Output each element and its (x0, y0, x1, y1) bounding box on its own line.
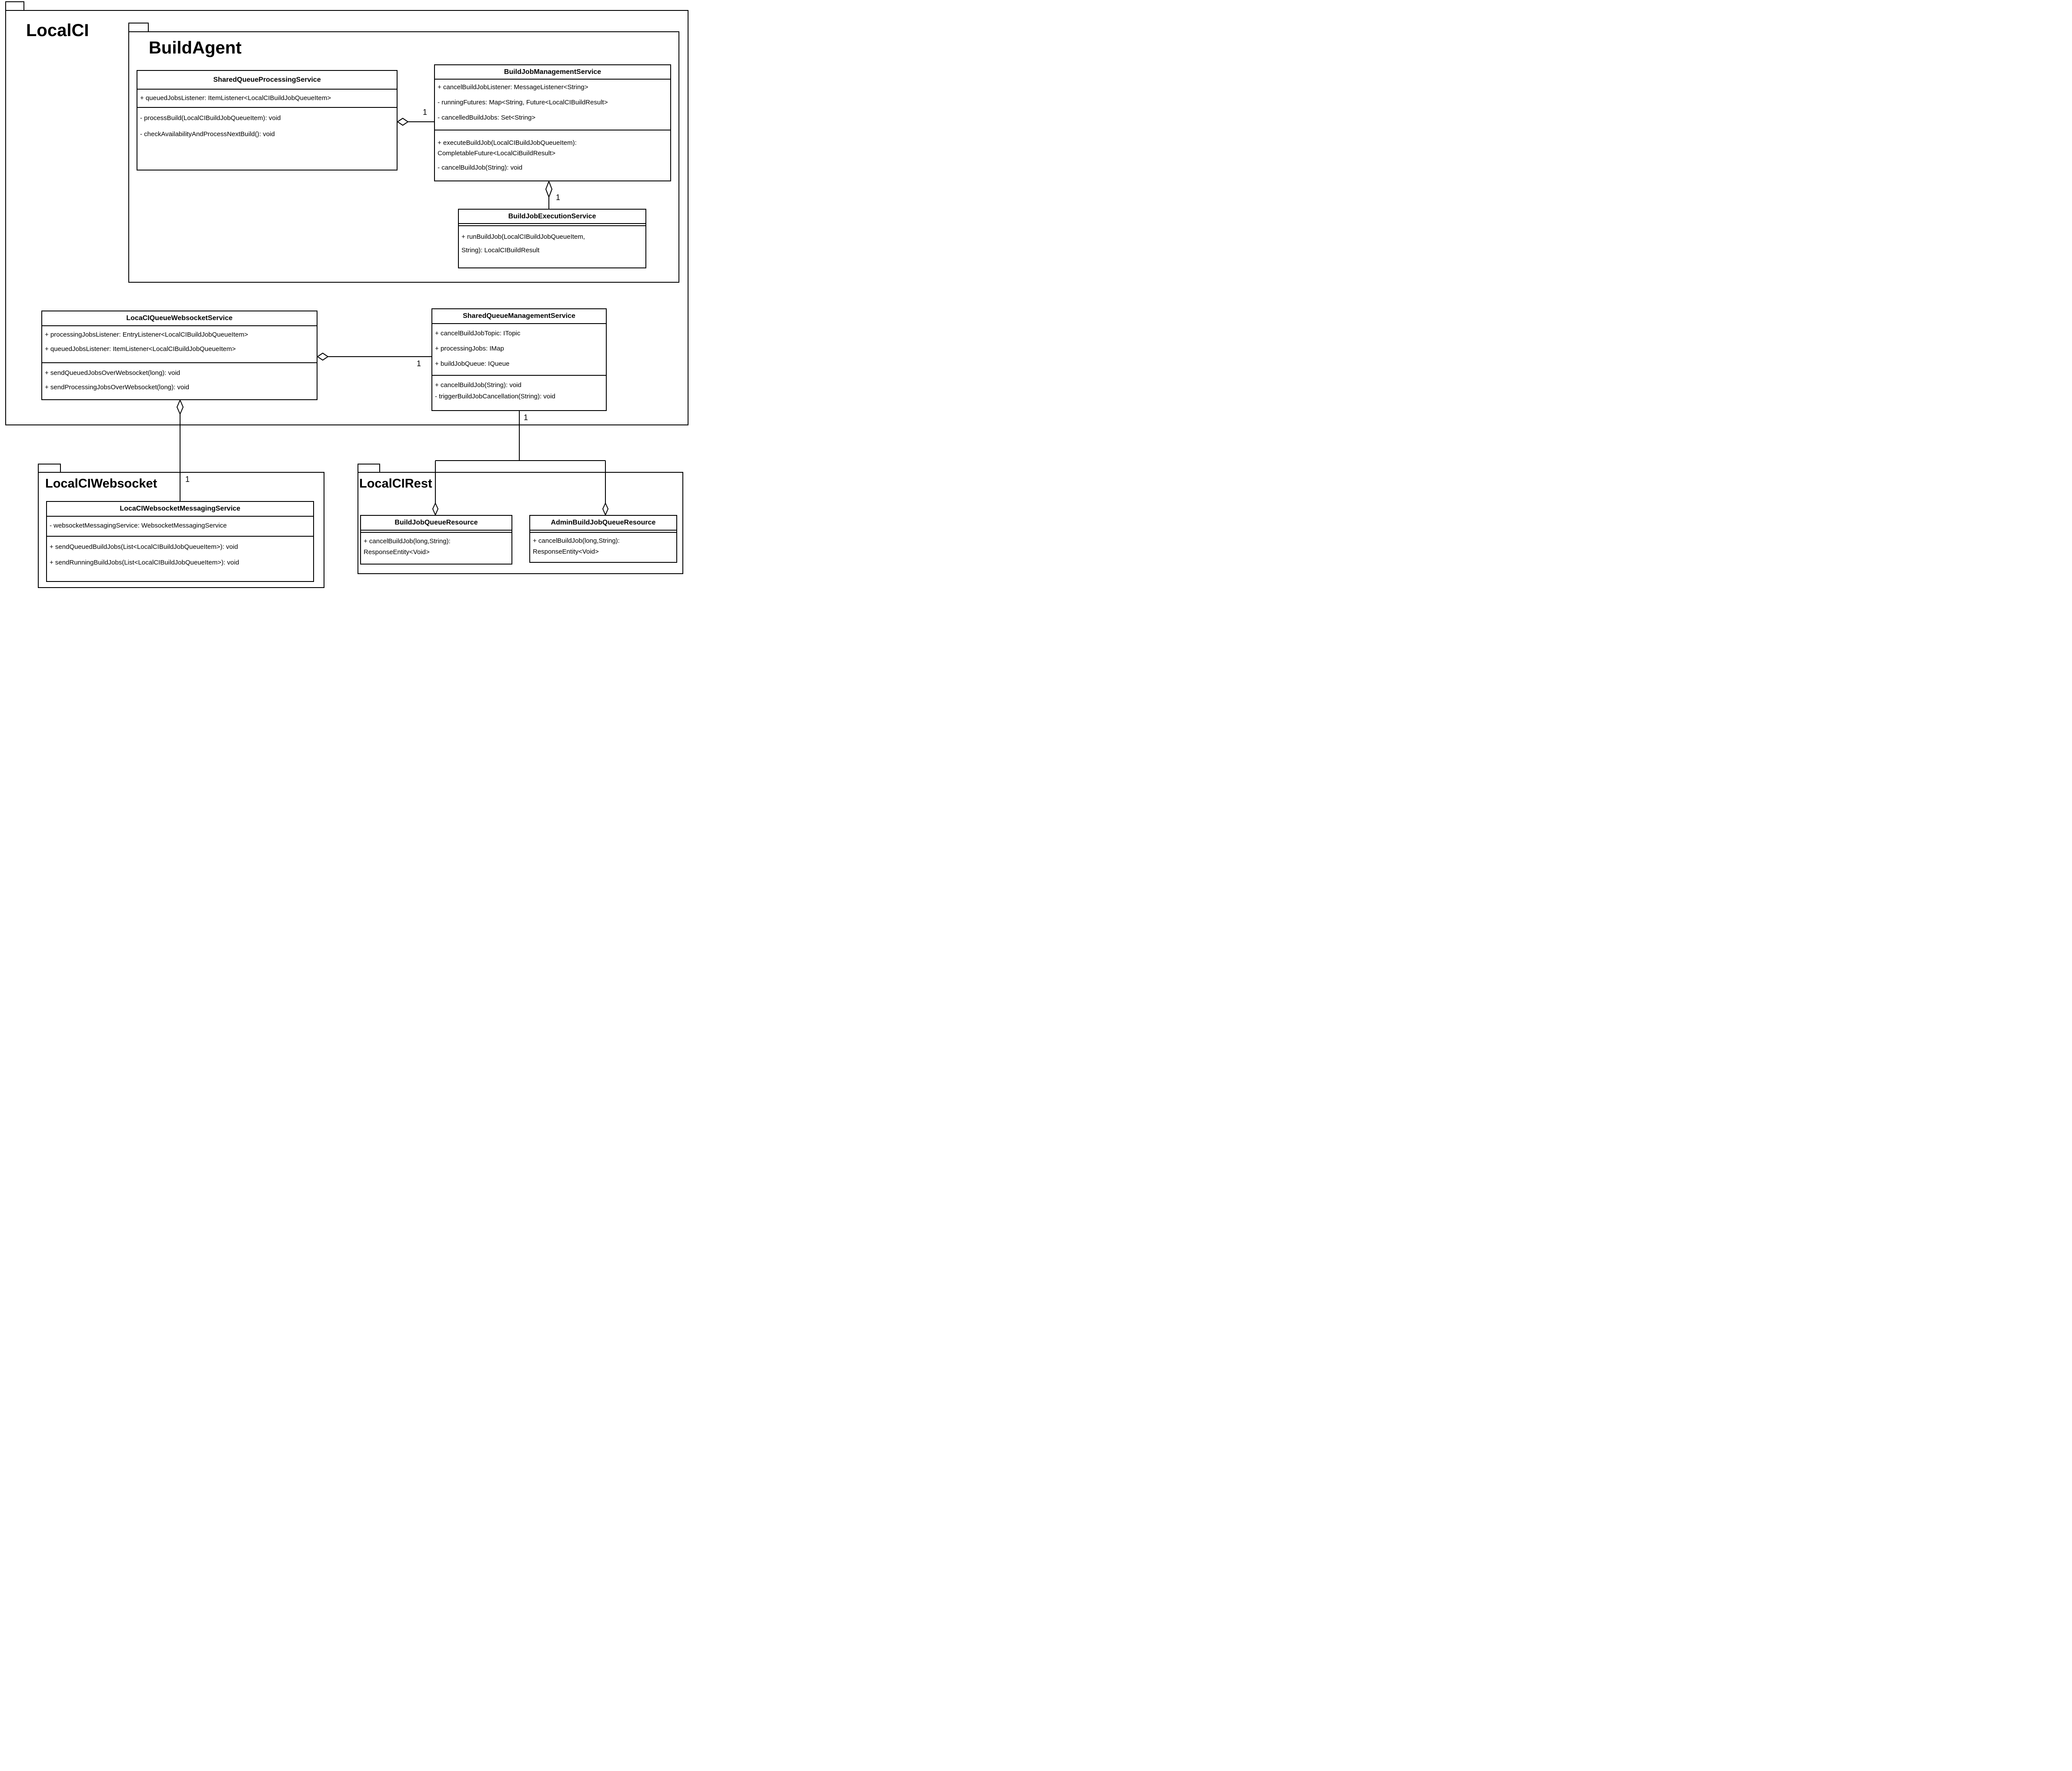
aggregation-diamond-lqws-right (317, 352, 329, 361)
attribute-line: + cancelBuildJobTopic: ITopic (435, 330, 521, 337)
multiplicity-label-rest: 1 (524, 413, 528, 422)
multiplicity-label-bjms: 1 (423, 108, 428, 117)
methods-compartment: + sendQueuedJobsOverWebsocket(long): voi… (42, 363, 317, 399)
attribute-line: + queuedJobsListener: ItemListener<Local… (45, 345, 236, 353)
methods-compartment: + sendQueuedBuildJobs(List<LocalCIBuildJ… (47, 537, 313, 581)
class-title: BuildJobQueueResource (361, 516, 511, 531)
aggregation-diamond-sqps (397, 117, 409, 126)
method-line: + sendQueuedJobsOverWebsocket(long): voi… (45, 369, 180, 377)
attributes-compartment-empty (459, 224, 645, 226)
method-line: - triggerBuildJobCancellation(String): v… (435, 393, 555, 400)
package-buildagent-body (128, 31, 679, 283)
class-title: BuildJobManagementService (435, 65, 670, 80)
method-line: + sendProcessingJobsOverWebsocket(long):… (45, 384, 189, 391)
package-websocket-label: LocalCIWebsocket (45, 477, 157, 491)
method-line: + cancelBuildJob(long,String): (533, 537, 620, 545)
class-title: BuildJobExecutionService (459, 210, 645, 224)
attribute-line: - websocketMessagingService: WebsocketMe… (50, 522, 227, 529)
package-localci-label: LocalCI (26, 21, 89, 40)
relationship-layer (176, 117, 609, 516)
package-localci-body (5, 10, 688, 425)
package-websocket-body (38, 472, 324, 588)
attribute-line: - runningFutures: Map<String, Future<Loc… (438, 99, 608, 106)
class-sharedqueuemanagementservice: SharedQueueManagementService + cancelBui… (431, 308, 607, 411)
class-buildjobmanagementservice: BuildJobManagementService + cancelBuildJ… (434, 64, 671, 181)
class-title: LocaCIWebsocketMessagingService (47, 502, 313, 517)
method-line: String): LocalCIBuildResult (461, 247, 540, 254)
attributes-compartment: + queuedJobsListener: ItemListener<Local… (137, 90, 397, 108)
method-line: + sendQueuedBuildJobs(List<LocalCIBuildJ… (50, 543, 238, 551)
package-rest-body (358, 472, 683, 574)
class-buildjobexecutionservice: BuildJobExecutionService + runBuildJob(L… (458, 209, 646, 268)
multiplicity-label-sqms: 1 (417, 359, 421, 368)
class-sharedqueueprocessingservice: SharedQueueProcessingService + queuedJob… (137, 70, 398, 170)
class-title: SharedQueueProcessingService (137, 71, 397, 90)
attribute-line: + cancelBuildJobListener: MessageListene… (438, 84, 588, 91)
class-title: LocaCIQueueWebsocketService (42, 311, 317, 326)
class-buildjobqueueresource: BuildJobQueueResource + cancelBuildJob(l… (360, 515, 512, 565)
attributes-compartment: + cancelBuildJobTopic: ITopic + processi… (432, 324, 606, 376)
method-line: + cancelBuildJob(String): void (435, 381, 521, 389)
method-line: ResponseEntity<Void> (364, 548, 430, 556)
method-line: - checkAvailabilityAndProcessNextBuild()… (140, 130, 275, 138)
method-line: + cancelBuildJob(long,String): (364, 538, 451, 545)
methods-compartment: + cancelBuildJob(long,String): ResponseE… (361, 533, 511, 564)
methods-compartment: + cancelBuildJob(String): void - trigger… (432, 376, 606, 410)
method-line: + sendRunningBuildJobs(List<LocalCIBuild… (50, 559, 239, 566)
class-locaciwebsocketmessagingservice: LocaCIWebsocketMessagingService - websoc… (46, 501, 314, 582)
aggregation-diamond-abjqr (602, 502, 609, 516)
multiplicity-label-lwms: 1 (185, 475, 190, 484)
class-locaciqueuewebsocketservice: LocaCIQueueWebsocketService + processing… (41, 311, 317, 400)
aggregation-diamond-lqws-bottom (176, 399, 184, 415)
attributes-compartment-empty (361, 531, 511, 533)
attribute-line: + buildJobQueue: IQueue (435, 360, 510, 368)
method-line: ResponseEntity<Void> (533, 548, 599, 555)
method-line: - processBuild(LocalCIBuildJobQueueItem)… (140, 114, 281, 122)
package-buildagent-label: BuildAgent (149, 38, 242, 57)
aggregation-diamond-bjqr (432, 502, 439, 516)
attribute-line: + processingJobsListener: EntryListener<… (45, 331, 248, 338)
method-line: + runBuildJob(LocalCIBuildJobQueueItem, (461, 233, 585, 241)
class-title: AdminBuildJobQueueResource (530, 516, 676, 531)
attributes-compartment: + cancelBuildJobListener: MessageListene… (435, 80, 670, 130)
multiplicity-label-bjes: 1 (556, 193, 561, 202)
method-line: CompletableFuture<LocalCiBuildResult> (438, 150, 555, 157)
methods-compartment: - processBuild(LocalCIBuildJobQueueItem)… (137, 108, 397, 170)
attribute-line: + processingJobs: IMap (435, 345, 504, 352)
uml-diagram-canvas: LocalCI BuildAgent LocalCIWebsocket Loca… (0, 0, 691, 590)
attribute-line: - cancelledBuildJobs: Set<String> (438, 114, 536, 121)
package-rest-label: LocalCIRest (359, 477, 432, 491)
methods-compartment: + executeBuildJob(LocalCIBuildJobQueueIt… (435, 130, 670, 180)
class-title: SharedQueueManagementService (432, 309, 606, 324)
attributes-compartment: - websocketMessagingService: WebsocketMe… (47, 517, 313, 537)
method-line: + executeBuildJob(LocalCIBuildJobQueueIt… (438, 139, 577, 147)
attributes-compartment-empty (530, 531, 676, 533)
attribute-line: + queuedJobsListener: ItemListener<Local… (140, 94, 331, 102)
methods-compartment: + cancelBuildJob(long,String): ResponseE… (530, 533, 676, 562)
class-adminbuildjobqueueresource: AdminBuildJobQueueResource + cancelBuild… (529, 515, 677, 563)
methods-compartment: + runBuildJob(LocalCIBuildJobQueueItem, … (459, 226, 645, 267)
attributes-compartment: + processingJobsListener: EntryListener<… (42, 326, 317, 363)
aggregation-diamond-bjms (545, 180, 553, 198)
method-line: - cancelBuildJob(String): void (438, 164, 523, 171)
